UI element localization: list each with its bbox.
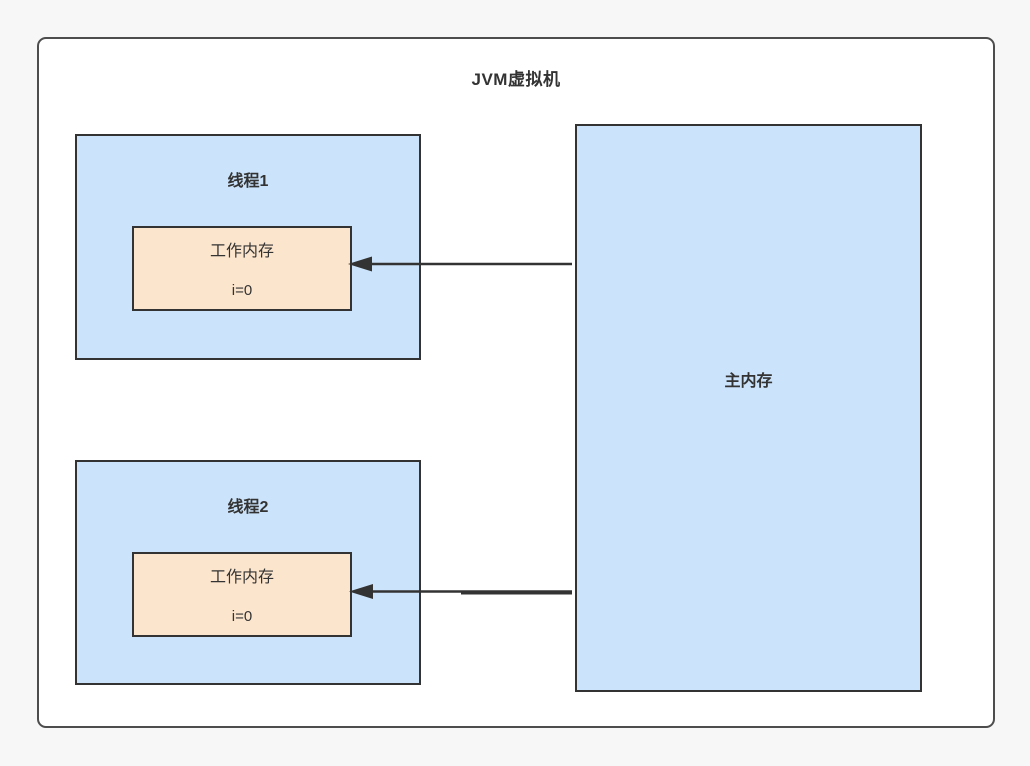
jvm-title: JVM虚拟机 bbox=[471, 70, 561, 89]
thread-1-box: 线程1 工作内存 i=0 bbox=[75, 134, 421, 360]
thread-2-box: 线程2 工作内存 i=0 bbox=[75, 460, 421, 685]
thread-2-working-memory-value: i=0 bbox=[231, 608, 253, 625]
thread-1-working-memory-box: 工作内存 i=0 bbox=[132, 226, 352, 311]
thread-1-label: 线程1 bbox=[227, 173, 269, 190]
main-memory-label: 主内存 bbox=[724, 373, 773, 390]
thread-2-working-memory-box: 工作内存 i=0 bbox=[132, 552, 352, 637]
thread-1-working-memory-value: i=0 bbox=[231, 282, 253, 299]
main-memory-box: 主内存 bbox=[575, 124, 922, 692]
jvm-container: JVM虚拟机 线程1 工作内存 i=0 线程2 工作内存 i=0 主内存 bbox=[37, 37, 995, 728]
thread-1-working-memory-label: 工作内存 bbox=[209, 243, 274, 260]
thread-2-label: 线程2 bbox=[227, 499, 269, 516]
thread-2-working-memory-label: 工作内存 bbox=[209, 569, 274, 586]
